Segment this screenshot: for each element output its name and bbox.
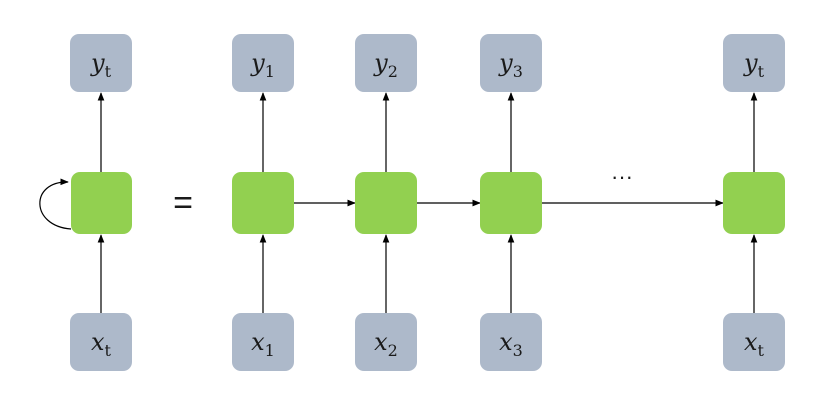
folded-cell xyxy=(71,172,132,234)
rnn-cell xyxy=(355,172,417,234)
input-label: xt xyxy=(744,328,765,360)
folded-input-label: xt xyxy=(91,328,112,360)
input-box xyxy=(232,313,294,371)
input-label: x3 xyxy=(499,328,523,360)
equals-sign: = xyxy=(173,184,193,222)
output-box xyxy=(480,34,542,92)
output-box xyxy=(355,34,417,92)
output-label: y2 xyxy=(373,49,398,81)
output-box xyxy=(232,34,294,92)
folded-output-box xyxy=(70,34,132,92)
output-label: y3 xyxy=(498,49,523,81)
input-box xyxy=(723,313,785,371)
unrolled-rnn: ··· y1 x1 y2 x2 xyxy=(232,34,785,371)
rnn-cell xyxy=(723,172,785,234)
unrolled-step-t: yt xt xyxy=(723,34,785,371)
output-label: yt xyxy=(743,49,765,81)
folded-input-box xyxy=(70,313,132,371)
folded-output-label: yt xyxy=(90,49,112,81)
unrolled-step-3: y3 x3 xyxy=(480,34,542,371)
output-label: y1 xyxy=(250,49,275,81)
unrolled-step-2: y2 x2 xyxy=(355,34,417,371)
output-box xyxy=(723,34,785,92)
rnn-cell xyxy=(232,172,294,234)
ellipsis: ··· xyxy=(611,164,633,189)
input-label: x1 xyxy=(251,328,275,360)
folded-rnn: yt xt xyxy=(39,34,132,371)
input-box xyxy=(480,313,542,371)
self-loop-arrow xyxy=(39,178,72,230)
rnn-cell xyxy=(480,172,542,234)
unrolled-step-1: y1 x1 xyxy=(232,34,294,371)
input-label: x2 xyxy=(374,328,398,360)
input-box xyxy=(355,313,417,371)
